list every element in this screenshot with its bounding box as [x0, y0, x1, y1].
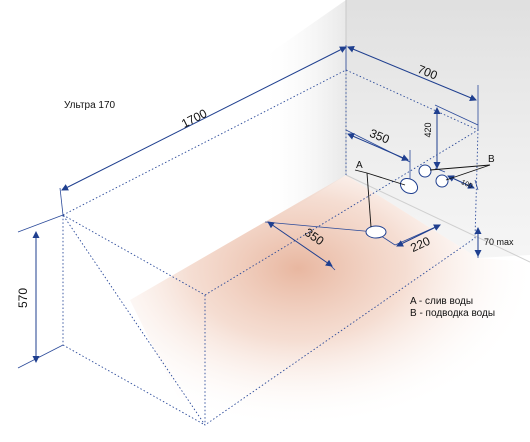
tub-bottom-front-edge — [62, 344, 206, 426]
dim-supply-spacing-label: 100 — [460, 179, 474, 190]
supply-hole-left — [418, 164, 432, 178]
dim-supply-max-label: 70 max — [484, 237, 514, 247]
dim-width-line — [347, 46, 477, 101]
label-a: A — [356, 160, 363, 171]
dim-height-label: 570 — [16, 288, 30, 308]
legend-b: B - подводка воды — [410, 308, 495, 319]
supply-hole-right — [435, 174, 449, 188]
dim-length-label: 1700 — [179, 106, 209, 131]
model-title: Ультра 170 — [64, 100, 116, 111]
drain-hole-floor — [365, 225, 387, 239]
dim-drain-short-line — [396, 224, 441, 247]
dim-wall-offset-line — [347, 133, 409, 161]
leader-lines — [354, 164, 491, 228]
dim-drain-long-line — [267, 221, 333, 267]
holes — [365, 164, 449, 239]
drain-hole-overflow — [399, 177, 419, 195]
dim-supply-height-label: 420 — [423, 122, 433, 137]
label-b: B — [488, 154, 495, 165]
dim-length-line — [61, 46, 347, 191]
floor-wall-edge — [345, 174, 530, 263]
tub-right-top-edge — [204, 129, 479, 296]
tub-front-top-edge — [62, 214, 206, 296]
legend-a: A - слив воды — [410, 296, 473, 307]
room-background — [130, 0, 530, 442]
dimension-lines — [32, 46, 482, 363]
